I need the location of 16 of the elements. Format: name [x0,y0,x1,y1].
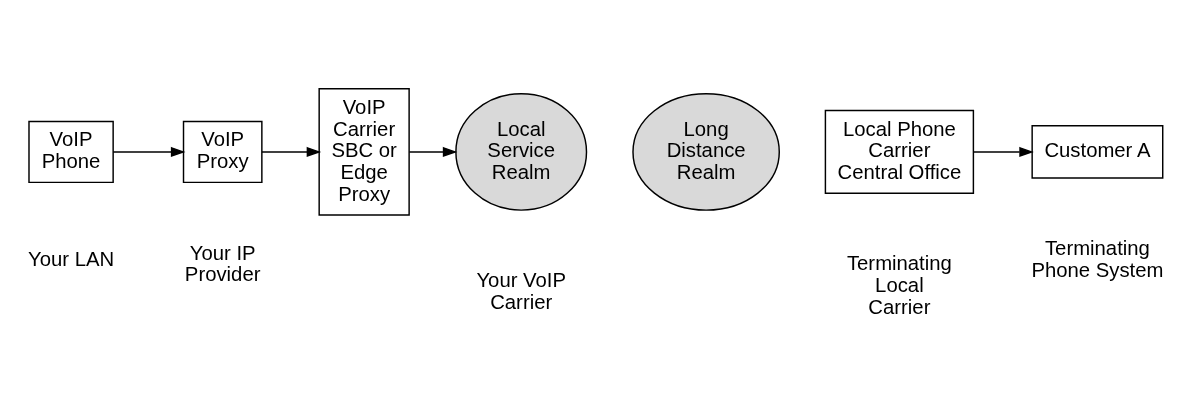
label: Your IP Provider [184,241,261,286]
arrow [408,146,458,157]
node-box: VoIP Phone [28,120,114,184]
node-box: VoIP Proxy [182,120,263,184]
label: Your LAN [28,248,115,271]
arrow [261,146,322,157]
label: Terminating Local Carrier [846,252,952,318]
arrow [972,146,1034,157]
label: Terminating Phone System [1031,237,1164,281]
node-box: Customer A [1031,125,1164,179]
node-ellipse: Long Distance Realm [632,93,780,211]
arrow [112,146,186,157]
label: Your VoIP Carrier [476,269,566,313]
node-box: VoIP Carrier SBC or Edge Proxy [318,88,410,216]
node-box: Local Phone Carrier Central Office [824,109,975,194]
node-ellipse: Local Service Realm [455,93,588,211]
